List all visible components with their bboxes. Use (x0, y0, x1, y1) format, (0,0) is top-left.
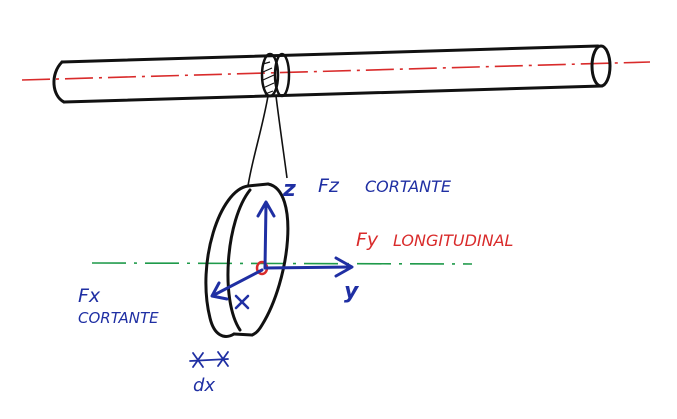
dx-dimension (189, 351, 229, 368)
fy-label: LONGITUDINAL (393, 231, 513, 250)
dx-label: dx (193, 375, 215, 396)
axis-z-label: z (282, 177, 296, 202)
fz-symbol: Fz (318, 175, 340, 197)
beam (52, 44, 612, 104)
axis-y-label: y (344, 279, 360, 304)
x-axis-arrow (210, 268, 264, 301)
x-axis-mark (234, 294, 250, 310)
cut-section (260, 52, 291, 98)
green-axis-line (91, 262, 473, 265)
slice-disk (204, 182, 290, 338)
fz-label: CORTANTE (365, 177, 452, 196)
leader-lines (247, 95, 288, 187)
fx-symbol: Fx (78, 285, 101, 307)
axis-x-label: x (232, 305, 234, 307)
z-axis-arrow (256, 200, 276, 270)
y-axis-arrow (263, 256, 354, 278)
beam-axis-line (21, 61, 651, 81)
fy-symbol: Fy (356, 229, 379, 251)
fx-label: CORTANTE (78, 309, 159, 327)
